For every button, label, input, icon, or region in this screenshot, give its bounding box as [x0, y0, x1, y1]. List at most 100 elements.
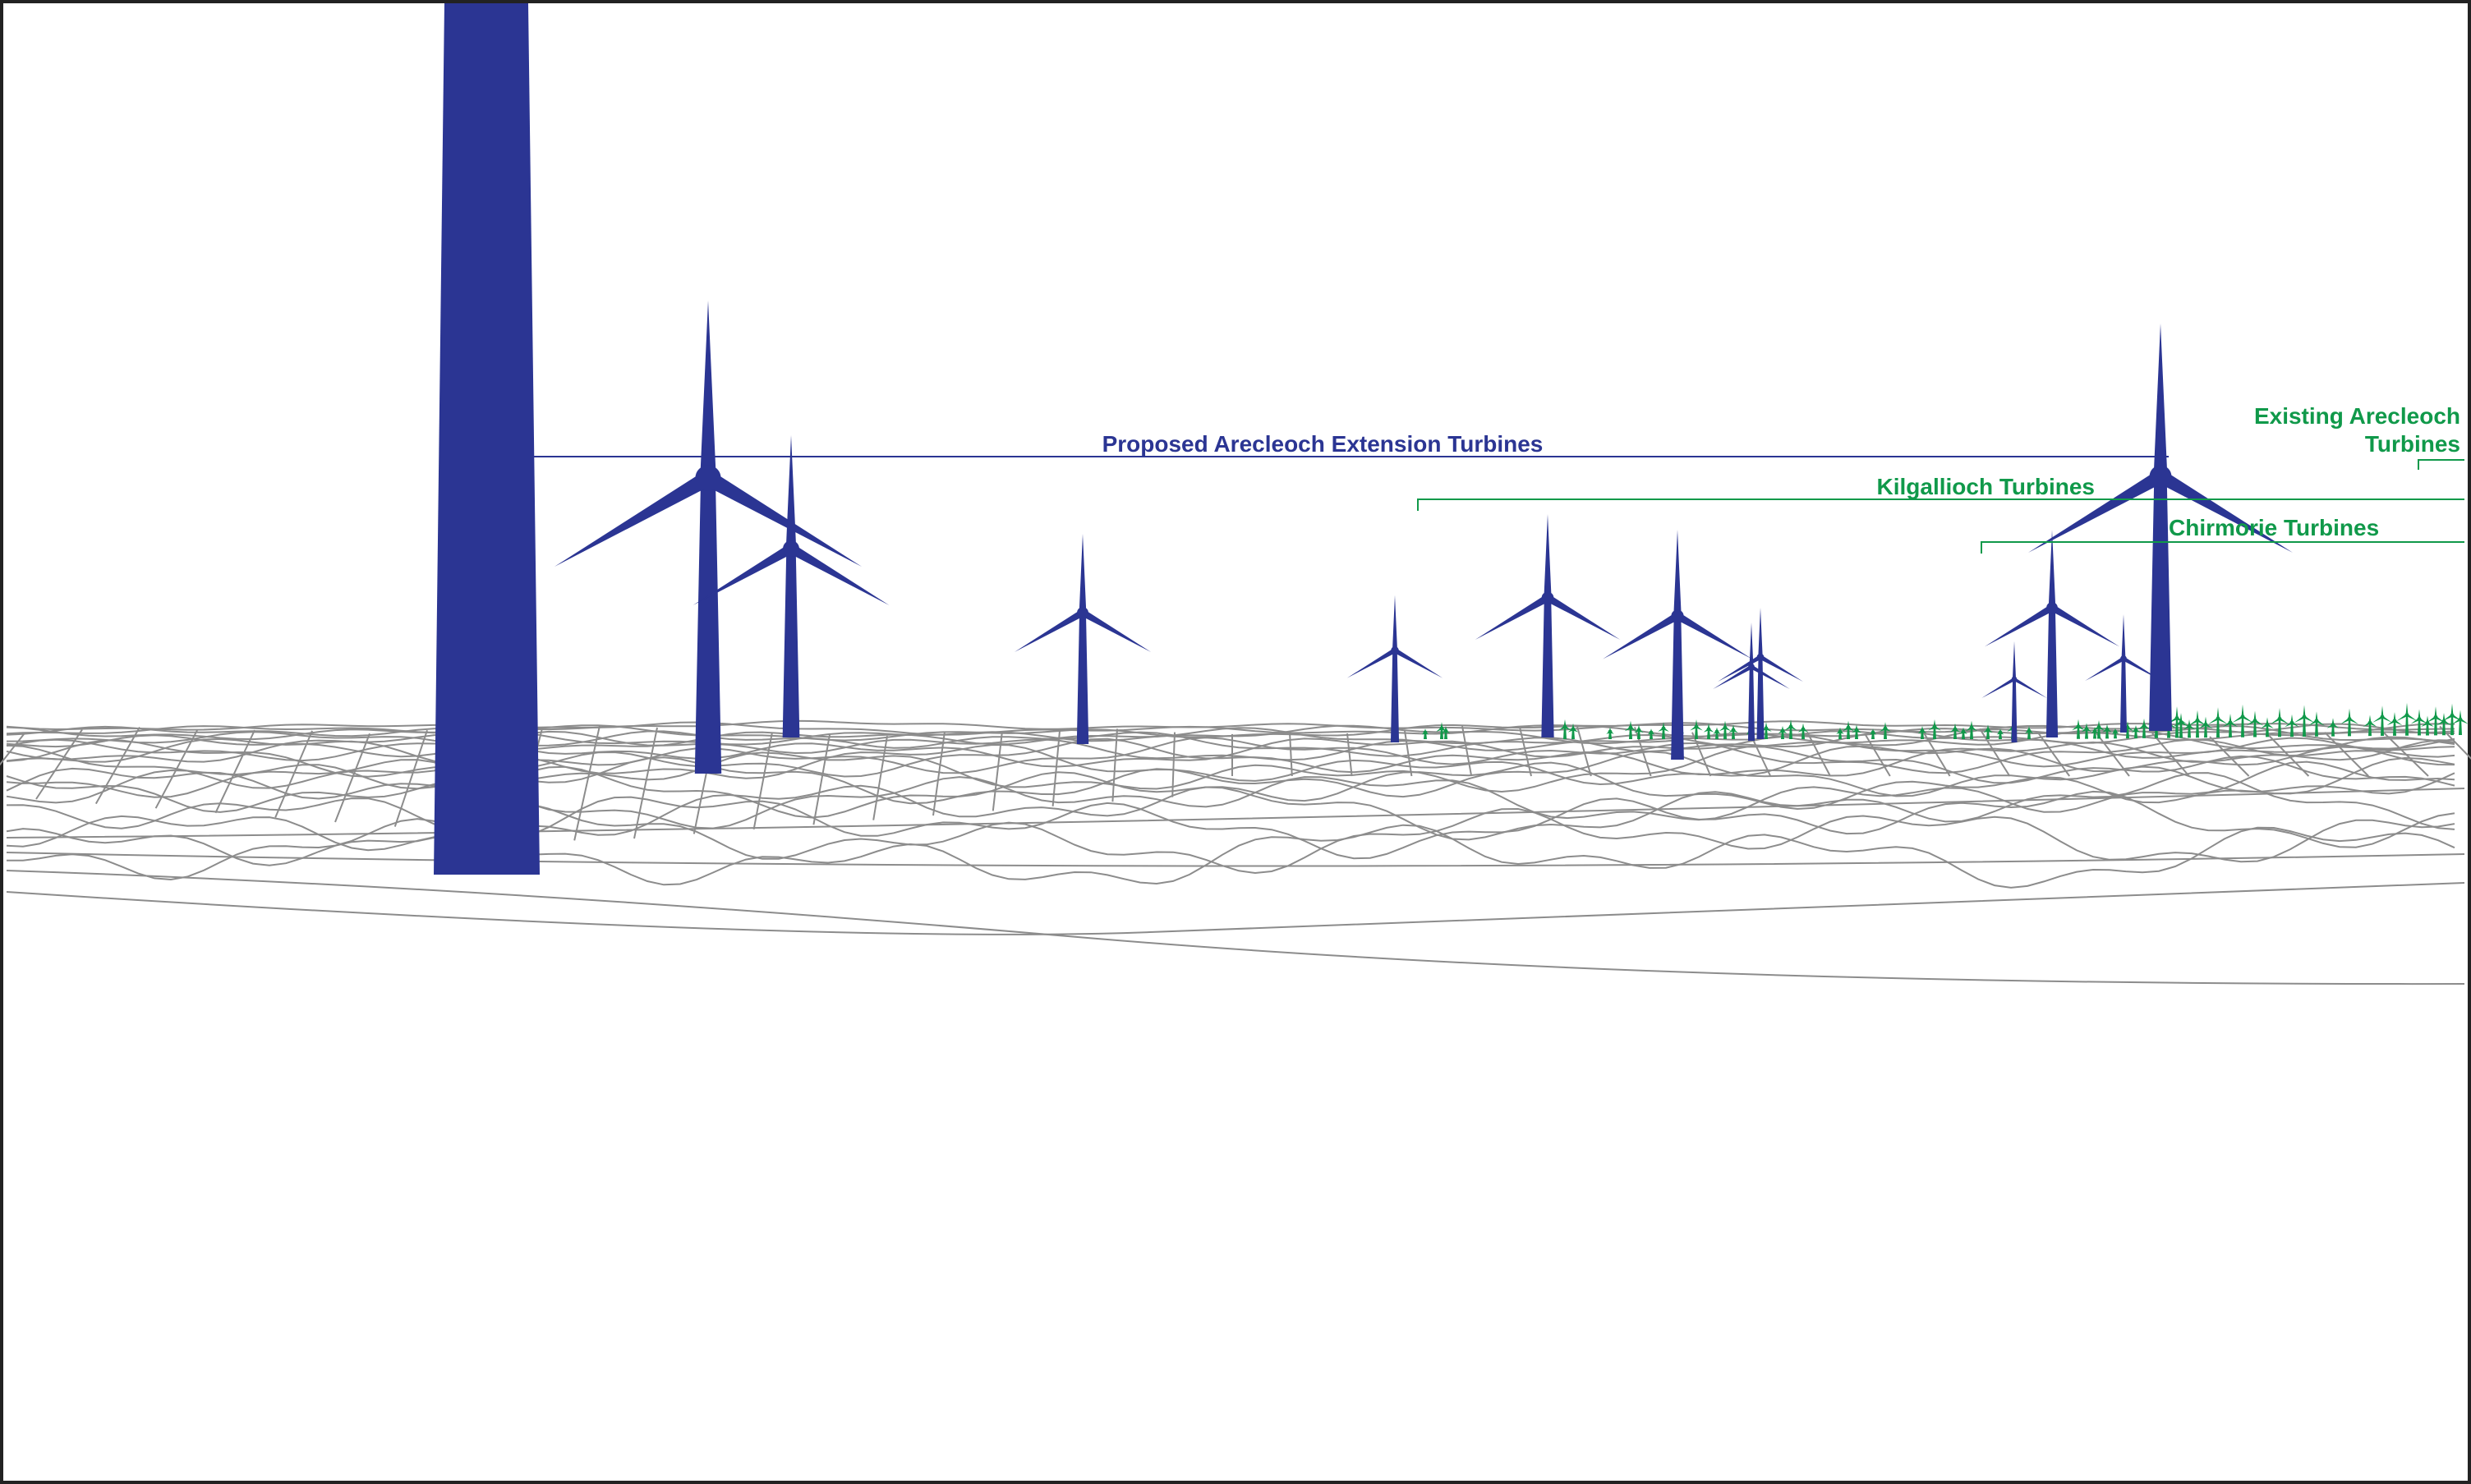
- existing-turbine: [1869, 728, 1877, 739]
- foreground-turbine-tower: [434, 3, 540, 875]
- existing-turbine: [1703, 723, 1714, 739]
- existing-turbine: [1567, 723, 1579, 739]
- existing-turbine: [1624, 720, 1637, 739]
- label-existing-arecleoch-line1: Existing Arecleoch: [2254, 403, 2460, 429]
- terrain-grid-line: [1979, 728, 2011, 777]
- existing-turbine: [2294, 705, 2315, 737]
- terrain-grid-line: [1461, 726, 1473, 777]
- terrain-contour-line: [6, 852, 2465, 867]
- terrain-contour-line: [6, 772, 2455, 841]
- terrain-contour-line: [6, 746, 2455, 798]
- existing-turbine: [1880, 722, 1891, 739]
- terrain-grid-line: [334, 733, 370, 823]
- terrain-grid-line: [633, 727, 658, 839]
- terrain-contour-line: [6, 788, 2465, 838]
- terrain-grid-line: [214, 729, 255, 814]
- existing-turbine: [2340, 708, 2358, 737]
- existing-turbine: [2285, 714, 2299, 737]
- proposed-turbine: [1984, 530, 2120, 737]
- label-proposed-turbines: Proposed Arecleoch Extension Turbines: [1102, 431, 1544, 457]
- existing-turbine: [2183, 719, 2196, 738]
- terrain-grid-line: [752, 732, 773, 829]
- terrain-grid-line: [1289, 732, 1293, 777]
- proposed-turbine: [1475, 514, 1621, 737]
- existing-turbine: [2421, 715, 2434, 736]
- terrain-grid-line: [2036, 731, 2071, 777]
- existing-turbine: [1421, 728, 1429, 739]
- terrain-contour-line: [6, 733, 2455, 768]
- existing-turbine: [1852, 724, 1861, 739]
- existing-turbine: [2396, 702, 2418, 736]
- existing-turbine: [2372, 705, 2392, 736]
- terrain-grid-line: [393, 729, 428, 827]
- terrain-contour-line: [6, 870, 2465, 986]
- terrain-contour-line: [6, 751, 2455, 805]
- existing-turbine: [1996, 728, 2004, 739]
- existing-turbine: [2137, 718, 2151, 738]
- proposed-turbine: [693, 435, 890, 737]
- proposed-turbine: [1346, 595, 1443, 742]
- terrain-grid-line: [1806, 732, 1831, 777]
- terrain-grid-line: [94, 727, 140, 805]
- terrain-contour-line: [6, 818, 2455, 889]
- label-leader-lines: [534, 456, 2464, 554]
- existing-turbine: [2270, 708, 2289, 737]
- terrain-grid-line: [573, 725, 600, 841]
- existing-turbine: [1647, 728, 1655, 739]
- terrain-contour-line: [6, 756, 2455, 819]
- terrain-contour-line: [6, 882, 2465, 935]
- terrain-grid-line: [1921, 729, 1951, 777]
- terrain-grid-line: [2266, 733, 2310, 777]
- terrain-contour-line: [6, 760, 2455, 829]
- existing-turbine: [2308, 711, 2325, 737]
- proposed-turbine: [1014, 534, 1152, 744]
- terrain-grid-line: [2209, 736, 2250, 777]
- existing-turbine: [2072, 719, 2085, 739]
- leader-existing-arecleoch: [2418, 459, 2464, 470]
- existing-turbine: [2326, 718, 2340, 737]
- existing-turbine: [1658, 722, 1669, 739]
- existing-turbine: [1917, 726, 1927, 739]
- existing-turbine: [1965, 720, 1978, 739]
- terrain-grid-line: [1576, 726, 1592, 777]
- existing-turbine: [1797, 723, 1809, 739]
- terrain-grid-line: [35, 728, 83, 800]
- proposed-turbine: [554, 301, 863, 774]
- existing-turbine: [2261, 717, 2274, 737]
- terrain-grid-line: [154, 729, 198, 809]
- proposed-turbine: [2027, 324, 2294, 731]
- terrain-contour-line: [6, 730, 2455, 762]
- existing-turbine: [2246, 710, 2264, 737]
- terrain-wireframe: [0, 719, 2471, 986]
- existing-turbine: [2386, 712, 2403, 736]
- existing-turbine: [1928, 719, 1941, 739]
- existing-turbine: [1719, 720, 1732, 739]
- proposed-turbine: [1981, 641, 2048, 742]
- existing-turbine: [1690, 719, 1703, 739]
- terrain-grid-line: [872, 735, 888, 820]
- existing-turbine: [2173, 713, 2189, 738]
- existing-turbine: [1983, 724, 1993, 739]
- existing-turbine: [2092, 720, 2105, 739]
- existing-turbine: [1949, 723, 1961, 739]
- existing-turbine: [2024, 726, 2034, 739]
- terrain-grid-line: [1111, 728, 1118, 802]
- proposed-turbine: [1713, 623, 1790, 741]
- existing-turbine: [1784, 719, 1797, 739]
- terrain-grid-line: [1346, 733, 1353, 777]
- existing-turbine: [1634, 724, 1644, 739]
- terrain-contour-line: [6, 743, 2455, 789]
- leader-kilgallioch: [1417, 498, 2464, 511]
- existing-turbine: [2410, 709, 2428, 736]
- existing-turbine: [2363, 714, 2377, 737]
- terrain-grid-line: [1864, 733, 1891, 777]
- leader-chirmorie: [1981, 541, 2464, 554]
- proposed-turbine: [1718, 608, 1803, 739]
- terrain-grid-line: [812, 734, 831, 825]
- label-existing-arecleoch-line2: Turbines: [2365, 431, 2460, 457]
- existing-turbine: [1606, 727, 1614, 739]
- existing-turbine: [1842, 720, 1855, 739]
- proposed-turbine-group: [434, 3, 2294, 875]
- existing-turbine: [2102, 724, 2112, 739]
